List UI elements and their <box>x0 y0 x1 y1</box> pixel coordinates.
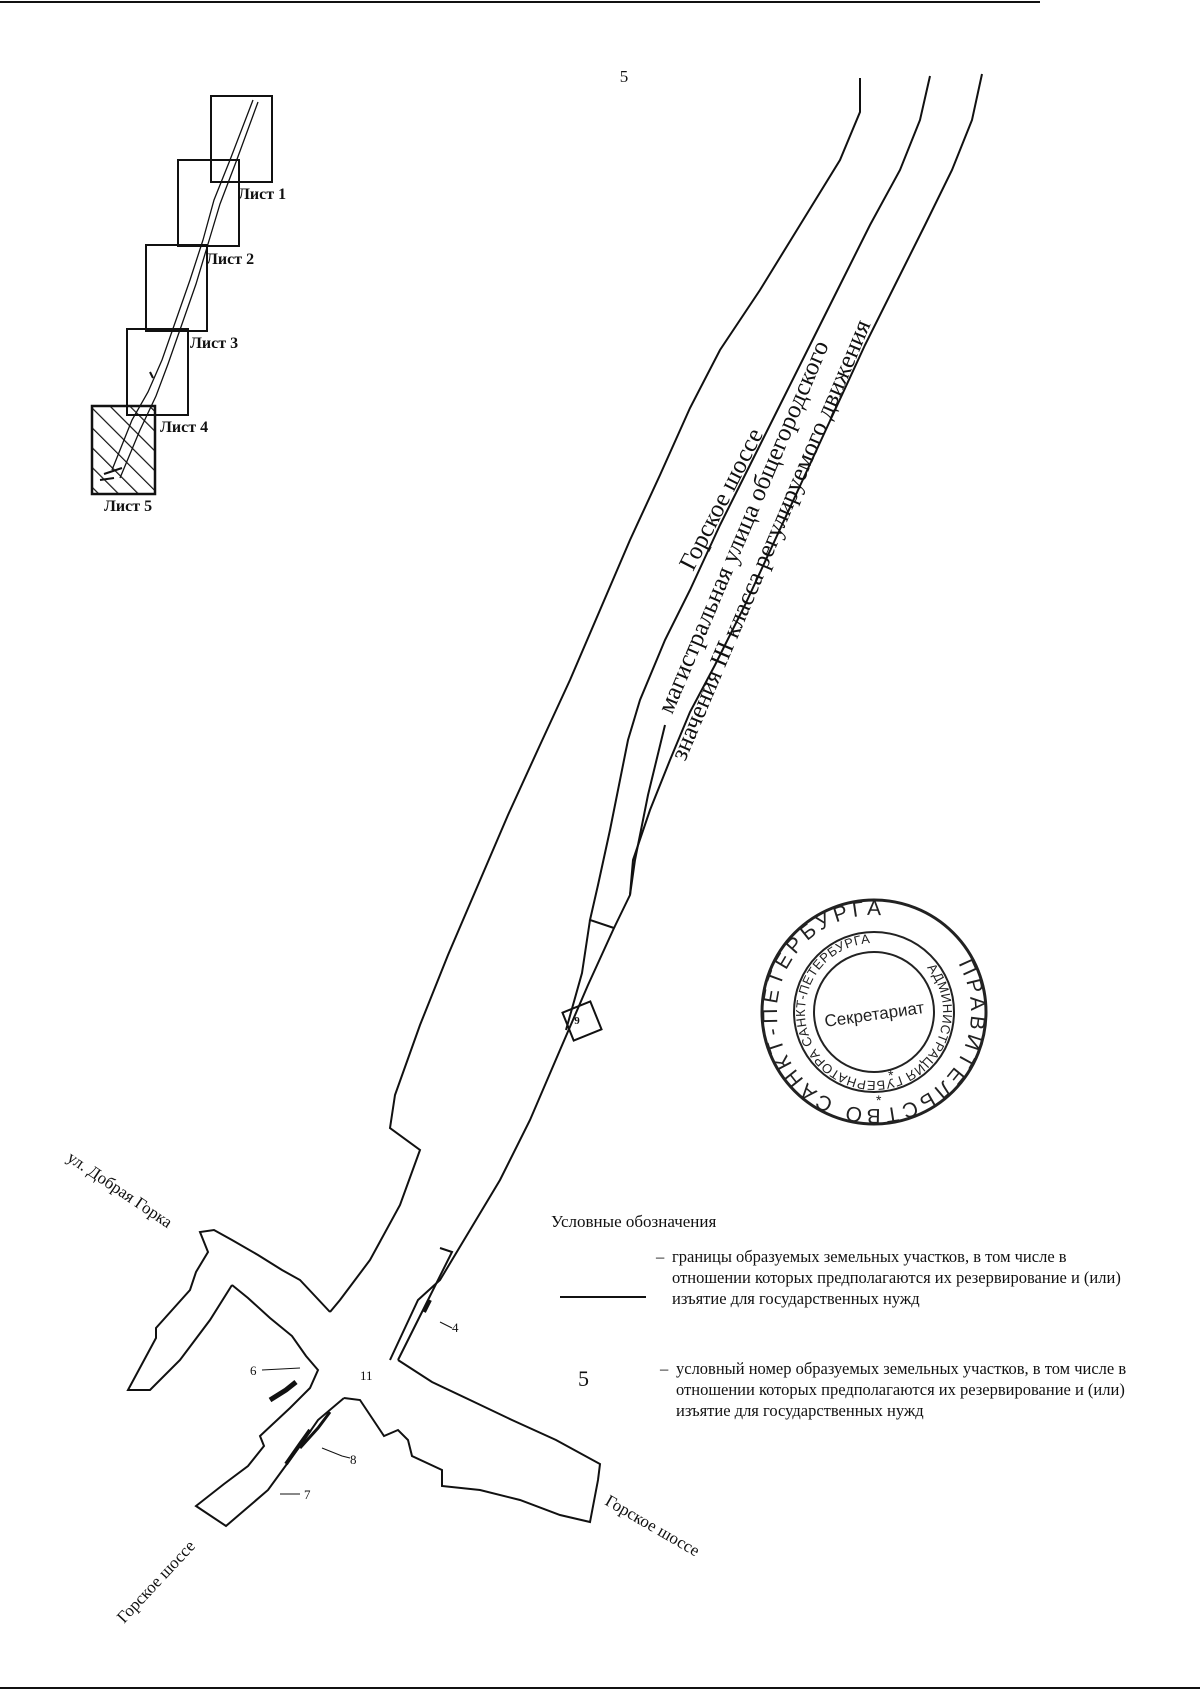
parcel-5-left-edge <box>389 75 931 1361</box>
parcel-4-strip <box>397 1247 454 1361</box>
index-label-sheet-5: Лист 5 <box>104 498 152 515</box>
leader-8 <box>321 1447 351 1459</box>
dobraya-gorka-arm <box>126 1228 331 1391</box>
stamp-star-1: * <box>888 1067 894 1083</box>
leader-4 <box>439 1321 453 1329</box>
stamp-outer-circle <box>760 898 988 1126</box>
legend-item-boundaries: – границы образуемых земельных участков,… <box>656 1246 1142 1309</box>
index-label-sheet-3: Лист 3 <box>190 335 238 352</box>
parcel-boundaries <box>126 73 983 1528</box>
index-sheet-2 <box>177 159 240 247</box>
parcel-number-8: 8 <box>350 1452 357 1467</box>
parcel-number-6: 6 <box>250 1363 257 1378</box>
legend-dash-2: – <box>660 1359 669 1378</box>
leader-lines <box>261 1321 453 1495</box>
index-label-sheet-1: Лист 1 <box>238 186 286 203</box>
parcel-number-7: 7 <box>304 1487 311 1502</box>
road-label-class-1: магистральная улица общегородского <box>653 337 835 718</box>
index-sheet-3 <box>145 244 208 332</box>
index-label-sheet-2: Лист 2 <box>206 251 254 268</box>
parcel-8-strip <box>298 1411 332 1450</box>
road-label-lower-right: Горское шоссе <box>602 1491 703 1560</box>
index-sheet-4 <box>126 328 189 416</box>
wedge-line <box>613 724 666 929</box>
index-sheet-1 <box>210 95 273 183</box>
stamp-inner-circle <box>813 951 935 1073</box>
road-label-lower-left: Горское шоссе <box>113 1537 199 1627</box>
parcel-number-9: 9 <box>574 1015 580 1027</box>
parcel-number-11: 11 <box>360 1368 373 1383</box>
index-label-sheet-4: Лист 4 <box>160 419 208 436</box>
index-road-left <box>111 99 254 471</box>
street-label-dobraya: ул. Добрая Горка <box>64 1148 177 1232</box>
legend-text-numbers: условный номер образуемых земельных учас… <box>676 1359 1127 1420</box>
parcel-number-5: 5 <box>578 1366 589 1391</box>
legend-title: Условные обозначения <box>551 1212 717 1231</box>
index-map <box>90 95 273 496</box>
road-right-edge <box>629 73 983 896</box>
legend-dash-1: – <box>656 1247 665 1266</box>
parcel-number-4: 4 <box>452 1320 459 1335</box>
leader-6 <box>261 1367 301 1371</box>
index-road-right <box>119 101 259 479</box>
parcel-7-strip <box>284 1428 312 1466</box>
lower-right-arm <box>343 1359 602 1524</box>
lower-left-arm <box>194 1284 345 1528</box>
parcel-9-step <box>565 919 591 1031</box>
legend-boundary-sample <box>560 1296 646 1298</box>
stamp-middle-circle <box>793 931 955 1093</box>
legend-text-boundaries: границы образуемых земельных участков, в… <box>672 1247 1121 1308</box>
stamp-center-text: Секретариат <box>823 998 925 1031</box>
parcel-6-strip <box>268 1380 298 1403</box>
road-left-edge <box>329 78 861 1313</box>
index-road-marks <box>99 371 154 481</box>
official-stamp: ПРАВИТЕЛЬСТВО САНКТ-ПЕТЕРБУРГА АДМИНИСТР… <box>717 855 1032 1170</box>
page-number: 5 <box>620 67 629 86</box>
parcel-9-box <box>561 1000 603 1042</box>
parcel-4-mark <box>422 1299 432 1313</box>
stamp-star-2: * <box>876 1092 882 1108</box>
legend-item-numbers: – условный номер образуемых земельных уч… <box>660 1358 1156 1421</box>
